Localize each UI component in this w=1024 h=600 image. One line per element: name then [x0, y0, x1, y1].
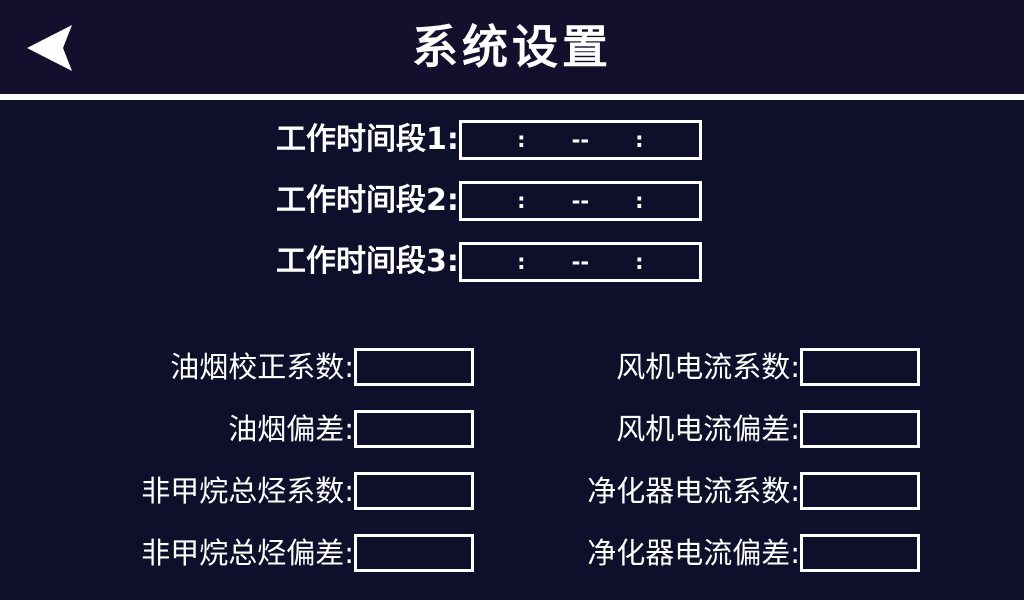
purifier-current-coefficient-label: 净化器电流系数: — [587, 473, 800, 508]
oil-smoke-deviation-label: 油烟偏差: — [228, 411, 354, 446]
work-time-row-3: 工作时间段3: : -- : — [0, 242, 1024, 282]
oil-smoke-deviation-input[interactable] — [354, 410, 474, 448]
work-time-label-3: 工作时间段3: — [276, 244, 459, 279]
fan-current-coefficient-row: 风机电流系数: — [478, 336, 1024, 398]
back-arrow-icon — [27, 25, 72, 71]
purifier-current-deviation-input[interactable] — [800, 534, 920, 572]
coefficient-grid: 油烟校正系数: 风机电流系数: 油烟偏差: 风机电流偏差: 非甲烷总烃系数: — [0, 336, 1024, 584]
work-time-start-2: : — [517, 188, 526, 213]
work-time-row-1: 工作时间段1: : -- : — [0, 120, 1024, 160]
work-time-row-2: 工作时间段2: : -- : — [0, 181, 1024, 221]
oil-smoke-correction-coefficient-row: 油烟校正系数: — [0, 336, 478, 398]
work-time-field-2[interactable]: : -- : — [458, 181, 702, 221]
fan-current-deviation-input[interactable] — [800, 410, 920, 448]
fan-current-coefficient-input[interactable] — [800, 348, 920, 386]
nmhc-deviation-row: 非甲烷总烃偏差: — [0, 522, 478, 584]
work-time-field-1[interactable]: : -- : — [458, 120, 702, 160]
nmhc-deviation-input[interactable] — [354, 534, 474, 572]
oil-smoke-deviation-row: 油烟偏差: — [0, 398, 478, 460]
work-time-end-1: : — [635, 127, 644, 152]
purifier-current-coefficient-row: 净化器电流系数: — [478, 460, 1024, 522]
header-divider — [0, 94, 1024, 100]
work-time-section: 工作时间段1: : -- : 工作时间段2: : -- : — [0, 120, 1024, 303]
fan-current-deviation-label: 风机电流偏差: — [616, 411, 800, 446]
work-time-start-1: : — [517, 127, 526, 152]
fan-current-deviation-row: 风机电流偏差: — [478, 398, 1024, 460]
work-time-start-3: : — [517, 249, 526, 274]
work-time-value-2: : -- : — [462, 188, 699, 213]
oil-smoke-correction-coefficient-label: 油烟校正系数: — [170, 349, 354, 384]
purifier-current-deviation-label: 净化器电流偏差: — [587, 535, 800, 570]
work-time-separator-3: -- — [571, 249, 590, 274]
work-time-end-3: : — [635, 249, 644, 274]
work-time-separator-1: -- — [571, 127, 590, 152]
purifier-current-coefficient-input[interactable] — [800, 472, 920, 510]
page-title: 系统设置 — [412, 20, 612, 74]
back-button[interactable] — [18, 16, 82, 80]
work-time-value-1: : -- : — [462, 127, 699, 152]
work-time-field-3[interactable]: : -- : — [458, 242, 702, 282]
nmhc-coefficient-input[interactable] — [354, 472, 474, 510]
fan-current-coefficient-label: 风机电流系数: — [616, 349, 800, 384]
work-time-separator-2: -- — [571, 188, 590, 213]
nmhc-coefficient-label: 非甲烷总烃系数: — [141, 473, 354, 508]
nmhc-deviation-label: 非甲烷总烃偏差: — [141, 535, 354, 570]
settings-content: 工作时间段1: : -- : 工作时间段2: : -- : — [0, 100, 1024, 600]
oil-smoke-correction-coefficient-input[interactable] — [354, 348, 474, 386]
header-bar: 系统设置 — [0, 0, 1024, 94]
purifier-current-deviation-row: 净化器电流偏差: — [478, 522, 1024, 584]
work-time-label-2: 工作时间段2: — [276, 183, 459, 218]
work-time-end-2: : — [635, 188, 644, 213]
nmhc-coefficient-row: 非甲烷总烃系数: — [0, 460, 478, 522]
work-time-value-3: : -- : — [462, 249, 699, 274]
work-time-label-1: 工作时间段1: — [276, 122, 459, 157]
